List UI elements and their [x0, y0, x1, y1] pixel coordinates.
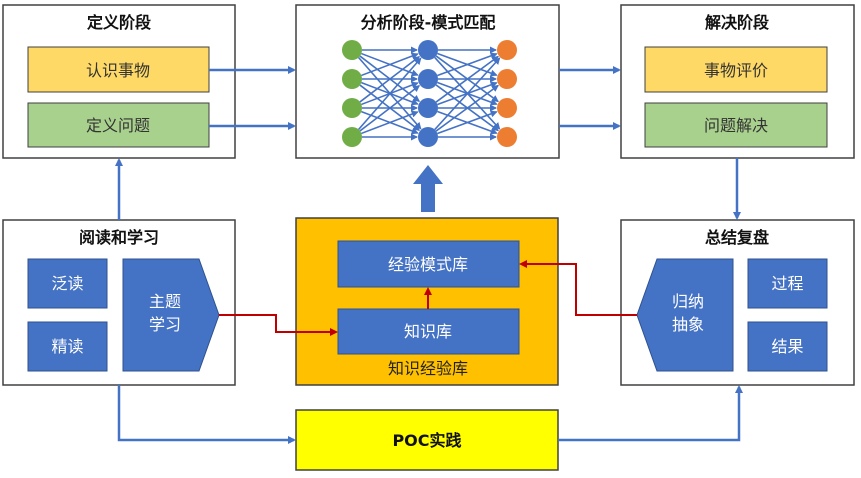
arrow-knowledge-to-analysis [413, 165, 443, 212]
result-label: 结果 [771, 337, 803, 356]
input-node [342, 69, 362, 89]
output-node [497, 98, 517, 118]
abstraction-label-line1: 归纳 [672, 292, 704, 311]
network-edge [357, 57, 422, 130]
process-box[interactable]: 过程 [747, 258, 828, 309]
solve-stage-title: 解决阶段 [705, 13, 770, 32]
network-edge [359, 85, 421, 132]
poc-label: POC实践 [392, 431, 461, 450]
connectors [115, 66, 743, 444]
abstraction-label-line2: 抽象 [672, 315, 704, 334]
output-node [497, 40, 517, 60]
result-box[interactable]: 结果 [747, 321, 828, 372]
extensive-reading-frame [27, 258, 108, 309]
knowledge-base-title: 知识经验库 [388, 359, 468, 378]
network-edge [437, 52, 498, 77]
hidden-node [418, 98, 438, 118]
knowledge-library-box[interactable]: 知识库 [337, 308, 520, 355]
neural-network-graphic [342, 40, 517, 147]
output-node [497, 127, 517, 147]
network-edge [437, 110, 498, 135]
evaluate-things-label: 事物评价 [704, 61, 768, 80]
solve-problem-frame [644, 102, 828, 148]
topic-learning-label-line2: 学习 [149, 315, 181, 334]
intensive-reading-box[interactable]: 精读 [27, 321, 108, 372]
reading-stage-box: 阅读和学习 泛读 精读 主题 学习 [2, 219, 236, 386]
define-problem-frame [27, 102, 210, 148]
evaluate-things-box[interactable]: 事物评价 [644, 46, 828, 93]
knowledge-library-label: 知识库 [404, 322, 452, 341]
network-edge [361, 110, 419, 135]
arrow-poc-to-review [558, 385, 743, 442]
knowledge-base-box: 经验模式库 知识库 知识经验库 [295, 217, 559, 386]
recognize-things-box[interactable]: 认识事物 [27, 46, 210, 93]
review-stage-box: 总结复盘 归纳 抽象 过程 结果 [620, 219, 855, 386]
knowledge-library-frame [337, 308, 520, 355]
intensive-reading-frame [27, 321, 108, 372]
output-node [497, 69, 517, 89]
network-edge [359, 56, 421, 103]
arrow-abstraction-to-pattern [519, 260, 637, 316]
extensive-reading-label: 泛读 [51, 274, 83, 293]
process-frame [747, 258, 828, 309]
arrow-topic-to-knowledge [219, 314, 338, 336]
process-label: 过程 [771, 274, 803, 293]
pattern-library-label: 经验模式库 [388, 255, 468, 274]
solve-stage-box: 解决阶段 事物评价 问题解决 [620, 4, 855, 159]
input-node [342, 127, 362, 147]
topic-learning-label-line1: 主题 [149, 292, 181, 311]
define-problem-box[interactable]: 定义问题 [27, 102, 210, 148]
input-node [342, 98, 362, 118]
network-edge [361, 52, 419, 77]
pattern-library-box[interactable]: 经验模式库 [337, 240, 520, 288]
solve-problem-box[interactable]: 问题解决 [644, 102, 828, 148]
pattern-library-frame [337, 240, 520, 288]
analysis-stage-title: 分析阶段-模式匹配 [361, 13, 496, 32]
solve-problem-label: 问题解决 [704, 116, 768, 135]
define-stage-box: 定义阶段 认识事物 定义问题 [2, 4, 236, 159]
arrow-reading-to-poc [117, 385, 296, 444]
review-stage-title: 总结复盘 [705, 228, 769, 247]
hidden-node [418, 69, 438, 89]
define-problem-label: 定义问题 [86, 116, 150, 135]
result-frame [747, 321, 828, 372]
network-edge [435, 55, 499, 103]
hidden-node [418, 127, 438, 147]
abstraction-pentagon [636, 258, 734, 372]
intensive-reading-label: 精读 [51, 337, 83, 356]
topic-learning-shape[interactable]: 主题 学习 [122, 258, 220, 372]
define-stage-title: 定义阶段 [86, 13, 152, 32]
network-edge [434, 57, 501, 131]
abstraction-shape[interactable]: 归纳 抽象 [636, 258, 734, 372]
recognize-things-frame [27, 46, 210, 93]
evaluate-things-frame [644, 46, 828, 93]
input-node [342, 40, 362, 60]
topic-learning-pentagon [122, 258, 220, 372]
extensive-reading-box[interactable]: 泛读 [27, 258, 108, 309]
poc-frame [295, 409, 559, 471]
poc-box[interactable]: POC实践 [295, 409, 559, 471]
reading-stage-title: 阅读和学习 [79, 228, 159, 247]
hidden-node [418, 40, 438, 60]
analysis-stage-box: 分析阶段-模式匹配 [295, 4, 560, 159]
network-edge [435, 84, 499, 132]
recognize-things-label: 认识事物 [86, 61, 150, 80]
